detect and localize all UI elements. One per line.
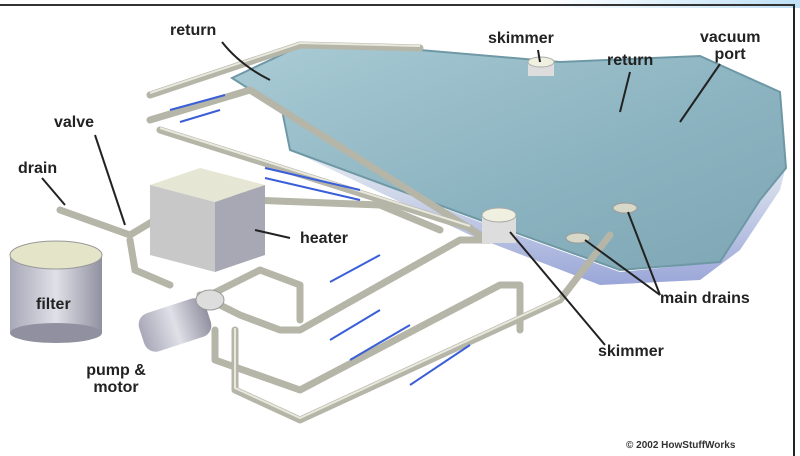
- skimmer-box-top: [527, 56, 555, 76]
- pool-shell: [290, 150, 785, 285]
- filter-tank: [9, 240, 103, 343]
- heater-unit: [150, 168, 265, 272]
- skimmer-box-bottom: [481, 207, 517, 243]
- label-vacuum-port: vacuum port: [700, 29, 761, 63]
- main-drain-fittings: [565, 202, 638, 244]
- image-frame: [0, 4, 795, 456]
- label-filter: filter: [36, 296, 71, 313]
- label-return-left: return: [170, 22, 217, 39]
- pool-water: [229, 44, 788, 272]
- label-skimmer-bottom: skimmer: [598, 343, 664, 360]
- label-pump-motor: pump & motor: [86, 362, 146, 396]
- label-valve: valve: [54, 114, 95, 131]
- pipe-highlights: [149, 41, 561, 420]
- label-skimmer-top: skimmer: [488, 30, 554, 47]
- flow-arrows: [169, 94, 471, 386]
- leader-lines: [41, 41, 721, 346]
- pump-motor: [138, 289, 225, 352]
- copyright-notice: © 2002 HowStuffWorks: [626, 440, 736, 451]
- label-return-right: return: [607, 52, 654, 69]
- label-heater: heater: [300, 230, 349, 247]
- label-main-drains: main drains: [660, 290, 750, 307]
- label-drain: drain: [18, 160, 58, 177]
